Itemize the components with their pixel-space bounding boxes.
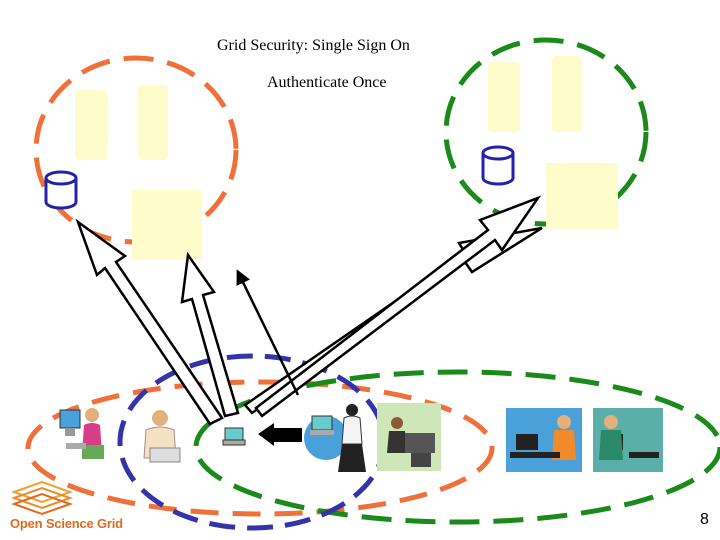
arrow-to-right-database	[254, 195, 542, 418]
green-user-group-boundary	[193, 369, 720, 525]
page-number: 8	[700, 511, 709, 528]
right-resource-site	[443, 37, 649, 229]
resource-box-icon	[552, 56, 582, 132]
left-arrow-icon	[258, 423, 302, 446]
arrow-to-left-database	[75, 218, 224, 426]
resource-box-icon	[75, 90, 107, 160]
resource-box-icon	[138, 85, 168, 160]
person-at-computer-icon	[143, 410, 181, 463]
authentication-arrows	[75, 195, 543, 426]
database-cylinder-icon	[44, 170, 78, 210]
laptop-icon	[222, 427, 246, 446]
resource-box-icon	[546, 163, 618, 229]
left-resource-site	[33, 55, 239, 260]
resource-box-icon	[488, 62, 520, 132]
thin-arrows	[236, 269, 300, 396]
osg-logo-text: Open Science Grid	[10, 516, 123, 531]
person-at-computer-icon	[377, 403, 441, 471]
thin-arrow	[236, 269, 300, 396]
resource-box-icon	[132, 190, 202, 260]
osg-logo-icon	[11, 480, 73, 516]
person-at-computer-icon	[304, 404, 366, 472]
person-at-computer-icon	[59, 408, 104, 459]
slide-title: Grid Security: Single Sign On	[217, 37, 410, 54]
database-cylinder-icon	[481, 145, 515, 186]
slide-subtitle: Authenticate Once	[267, 74, 387, 91]
orange-user-group-boundary	[25, 379, 495, 517]
arrow-to-left-box	[180, 251, 240, 418]
person-at-computer-icon	[593, 408, 663, 472]
person-at-computer-icon	[506, 408, 582, 472]
